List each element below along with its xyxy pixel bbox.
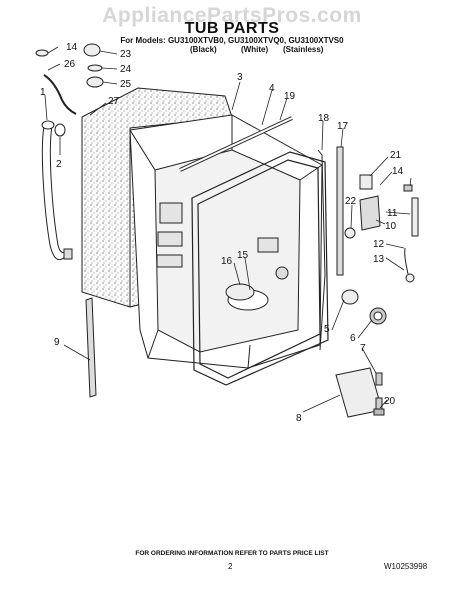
model-list: For Models: GU3100XTVB0, GU3100XTVQ0, GU… — [120, 36, 344, 45]
callout-25: 25 — [120, 79, 132, 90]
front-frame — [179, 116, 329, 386]
callout-3: 3 — [237, 72, 243, 83]
color-white-label: (White) — [241, 45, 269, 54]
callout-13: 13 — [373, 254, 385, 265]
callout-23: 23 — [120, 49, 132, 60]
callout-labels: 14 26 23 24 25 27 1 2 3 4 19 18 17 21 14… — [40, 42, 404, 424]
watermark-text: AppliancePartsPros.com — [102, 4, 362, 27]
front-bracket — [335, 367, 385, 418]
side-trim-strip — [85, 297, 97, 398]
callout-11: 11 — [387, 208, 398, 219]
callout-24: 24 — [120, 64, 132, 75]
drain-hose — [41, 120, 73, 261]
callout-2: 2 — [56, 159, 62, 170]
vent-tube — [43, 74, 77, 115]
drain-parts — [341, 289, 387, 325]
leader-lines — [44, 46, 412, 413]
page-title: TUB PARTS — [184, 20, 280, 37]
document-number: W10253998 — [384, 562, 428, 571]
color-black-label: (Black) — [190, 45, 217, 54]
callout-1: 1 — [40, 87, 46, 98]
callout-14b: 14 — [392, 166, 404, 177]
callout-4: 4 — [269, 83, 275, 94]
door-gasket — [317, 146, 344, 351]
callout-9: 9 — [54, 337, 60, 348]
callout-7: 7 — [360, 343, 366, 354]
callout-19: 19 — [284, 91, 296, 102]
callout-14: 14 — [66, 42, 78, 53]
callout-21: 21 — [390, 150, 402, 161]
callout-18: 18 — [318, 113, 330, 124]
grommet — [54, 123, 66, 137]
page-number: 2 — [228, 562, 233, 571]
callout-20: 20 — [384, 396, 396, 407]
clip — [35, 49, 49, 57]
callout-22: 22 — [345, 196, 357, 207]
callout-16: 16 — [221, 256, 233, 267]
ordering-note: FOR ORDERING INFORMATION REFER TO PARTS … — [135, 550, 329, 557]
callout-15: 15 — [237, 250, 249, 261]
callout-27: 27 — [108, 96, 120, 107]
right-side-parts — [344, 174, 419, 283]
callout-8: 8 — [296, 413, 302, 424]
callout-6: 6 — [350, 333, 356, 344]
tub-body — [129, 114, 323, 369]
callout-12: 12 — [373, 239, 385, 250]
callout-10: 10 — [385, 221, 397, 232]
callout-5: 5 — [324, 324, 330, 335]
callout-26: 26 — [64, 59, 76, 70]
vent-assembly — [83, 43, 104, 88]
color-stainless-label: (Stainless) — [283, 45, 324, 54]
callout-17: 17 — [337, 121, 349, 132]
